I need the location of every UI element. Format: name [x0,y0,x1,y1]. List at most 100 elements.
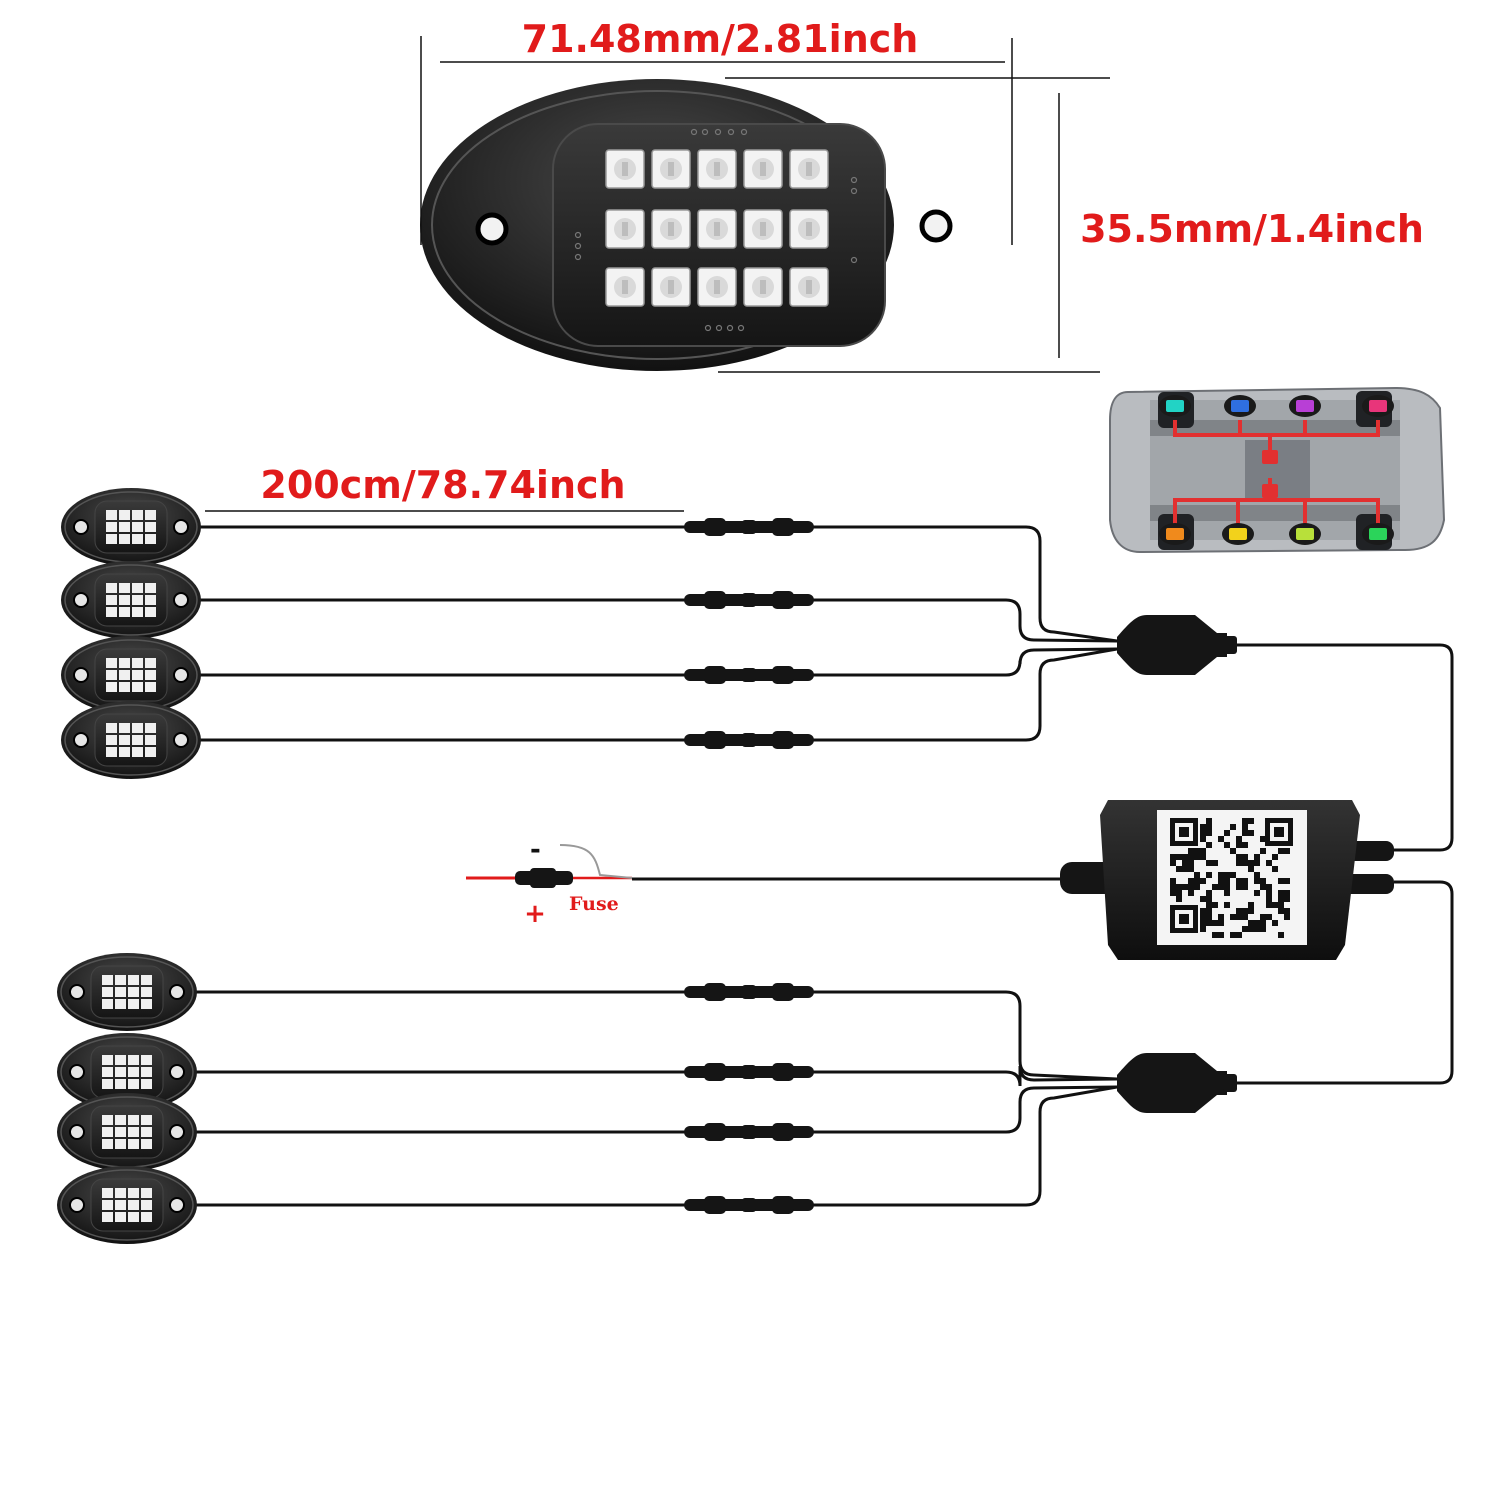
qr-module [1284,848,1290,854]
qr-module [1218,932,1224,938]
pod-cable [199,525,1118,643]
qr-module [1254,920,1260,926]
qr-module [1266,914,1272,920]
controller-cable [1237,880,1454,1085]
pod-cable [199,647,1118,742]
qr-module [1266,896,1272,902]
wiring-harness [195,525,1454,1207]
qr-module [1206,842,1212,848]
qr-module [1182,860,1188,866]
car-pod-marker [1224,395,1256,417]
qr-module [1248,920,1254,926]
qr-module [1230,914,1236,920]
qr-module [1188,884,1194,890]
inline-connector [684,1063,814,1081]
car-pod-marker [1222,523,1254,545]
qr-module [1266,860,1272,866]
qr-module [1194,854,1200,860]
qr-module [1236,908,1242,914]
pod-cable [195,1085,1118,1134]
qr-module [1206,872,1212,878]
car-pod-light [1166,400,1184,412]
positive-symbol: + [524,899,546,929]
qr-module [1224,872,1230,878]
qr-module [1248,830,1254,836]
qr-module [1260,848,1266,854]
qr-module [1200,830,1206,836]
qr-module [1176,890,1182,896]
qr-module [1236,860,1242,866]
qr-module [1278,878,1284,884]
qr-module [1224,890,1230,896]
qr-module [1236,854,1242,860]
qr-module [1176,884,1182,890]
qr-module [1284,896,1290,902]
qr-module [1200,896,1206,902]
car-pod-light [1369,528,1387,540]
inline-connector [684,1196,814,1214]
inline-connector [684,591,814,609]
inline-connector [684,666,814,684]
rock-light-pod-large [420,79,953,371]
car-pod-marker [1159,523,1191,545]
car-wiring-lines [1173,420,1380,525]
qr-module [1212,932,1218,938]
height-label: 35.5mm/1.4inch [1080,207,1424,251]
car-pod-light [1166,528,1184,540]
bluetooth-controller [1060,800,1394,960]
qr-module [1170,878,1176,884]
rock-light-pod [60,487,202,567]
car-pod-light [1369,400,1387,412]
qr-module [1248,818,1254,824]
qr-module [1242,908,1248,914]
qr-module [1248,902,1254,908]
qr-module [1200,878,1206,884]
qr-module [1272,902,1278,908]
pod-cable [195,990,1118,1081]
qr-module [1242,824,1248,830]
qr-module [1242,854,1248,860]
qr-module [1200,914,1206,920]
inline-connector [684,1123,814,1141]
qr-module [1170,884,1176,890]
car-pod-light [1229,528,1247,540]
qr-module [1206,914,1212,920]
mount-hole-right [919,209,953,243]
qr-module [1188,866,1194,872]
qr-module [1278,902,1284,908]
qr-module [1248,860,1254,866]
qr-module [1254,872,1260,878]
qr-module [1206,920,1212,926]
cable-length-label: 200cm/78.74inch [260,463,625,507]
qr-module [1242,860,1248,866]
negative-symbol: - [530,835,541,865]
power-lead: - + Fuse [466,835,1060,929]
qr-module [1284,914,1290,920]
qr-module [1212,920,1218,926]
car-pod-marker [1289,523,1321,545]
rock-light-pod [56,1092,198,1172]
y-splitter [1117,1053,1237,1113]
qr-module [1188,848,1194,854]
y-splitter [1117,615,1237,675]
led-chip-array [605,149,829,307]
qr-module [1230,824,1236,830]
qr-module [1284,890,1290,896]
qr-module [1182,854,1188,860]
qr-module [1218,884,1224,890]
qr-module [1218,920,1224,926]
qr-module [1236,884,1242,890]
qr-module [1212,884,1218,890]
qr-module [1230,932,1236,938]
qr-module [1248,926,1254,932]
qr-module [1176,866,1182,872]
car-pod-marker [1289,395,1321,417]
qr-module [1266,884,1272,890]
rock-light-pod [56,1165,198,1245]
pod-cable [195,1065,1118,1087]
qr-module [1218,878,1224,884]
pod-housing [60,487,202,567]
qr-module [1278,932,1284,938]
qr-module [1182,884,1188,890]
